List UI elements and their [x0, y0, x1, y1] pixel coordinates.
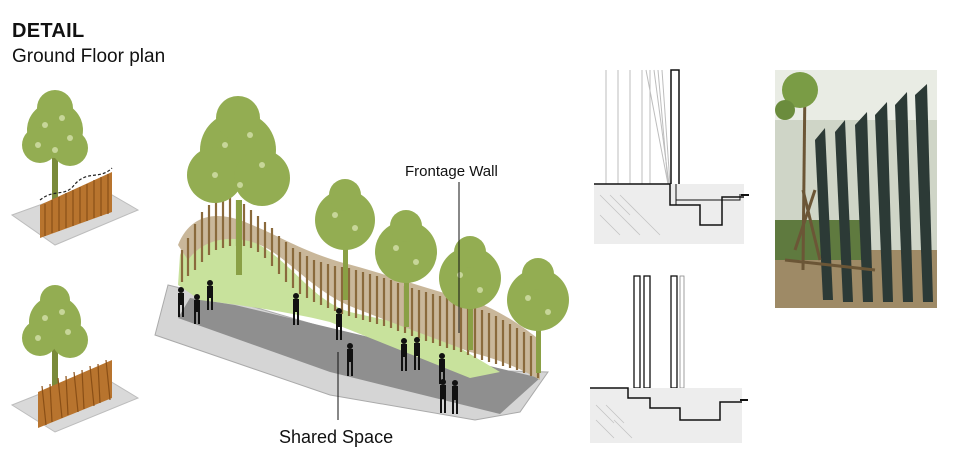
fence-icon — [39, 167, 113, 238]
tree-icon — [187, 96, 290, 275]
section-bottom — [590, 275, 748, 443]
tree-icon — [439, 236, 501, 350]
tree-icon — [507, 258, 569, 373]
tree-icon — [22, 90, 88, 210]
fence-icon — [38, 359, 112, 428]
site-photo — [775, 70, 937, 308]
shared-space-label: Shared Space — [279, 427, 394, 447]
person-icon — [178, 280, 458, 414]
tree-icon — [375, 210, 437, 327]
section-top — [594, 69, 749, 244]
tree-icon — [315, 179, 375, 300]
frontage-wall-label: Frontage Wall — [405, 163, 498, 180]
page-title: DETAIL — [12, 20, 85, 42]
page-subtitle: Ground Floor plan — [12, 46, 166, 67]
tree-icon — [22, 285, 88, 400]
